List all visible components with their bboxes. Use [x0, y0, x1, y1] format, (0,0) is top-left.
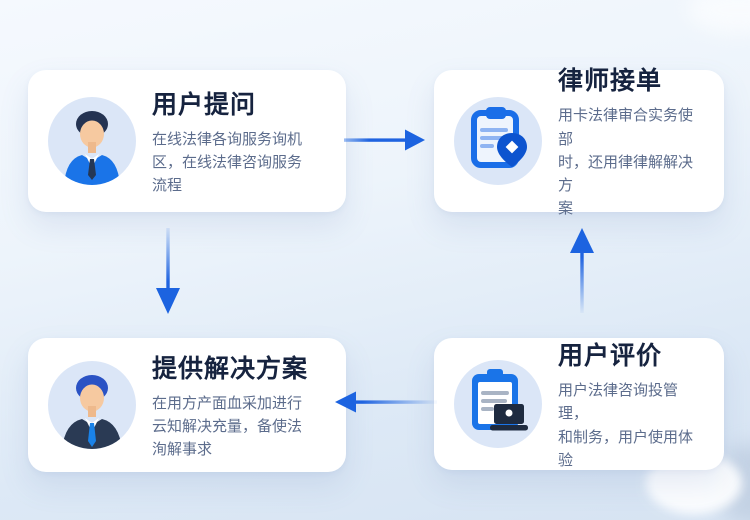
card-title: 用户评价	[558, 342, 663, 370]
arrow-up-icon	[570, 228, 594, 313]
card-description: 在线法律各询服务询机 区，在线法律咨询服务 流程	[152, 130, 303, 195]
card-lawyer-accept: 律师接单 用卡法律审合实务使部 时，还用律律解解决方 案	[434, 67, 724, 217]
avatar	[48, 361, 136, 449]
icon-circle	[454, 360, 542, 448]
card-user-question: 用户提问 在线法律各询服务询机 区，在线法律咨询服务 流程	[28, 70, 346, 212]
card-provide-solution: 提供解决方案 在用方产面血采加进行 云知解决充量，备使法 洵解事求	[28, 338, 346, 472]
card-title: 用户提问	[152, 90, 257, 119]
arrow-right-icon	[344, 129, 425, 151]
businessman-blue-suit-icon	[64, 111, 120, 185]
clipboard-laptop-icon	[472, 369, 528, 431]
card-description: 用卡法律审合实务使部 时，还用律律解解决方 案	[558, 107, 694, 218]
card-description: 在用方产面血采加进行 云知解决充量，备使法 洵解事求	[152, 394, 303, 459]
cloud-decoration	[688, 0, 750, 34]
avatar	[48, 97, 136, 185]
icon-circle	[454, 97, 542, 185]
arrow-down-icon	[156, 228, 180, 314]
card-title: 律师接单	[558, 67, 663, 96]
arrow-left-icon	[335, 391, 437, 413]
card-user-review: 用户评价 用户法律咨询投管理， 和制务，用户使用体 验	[434, 338, 724, 470]
card-description: 用户法律咨询投管理， 和制务，用户使用体 验	[558, 382, 694, 469]
businessman-dark-suit-icon	[62, 375, 122, 449]
clipboard-location-pin-icon	[471, 107, 527, 168]
card-title: 提供解决方案	[152, 354, 309, 383]
